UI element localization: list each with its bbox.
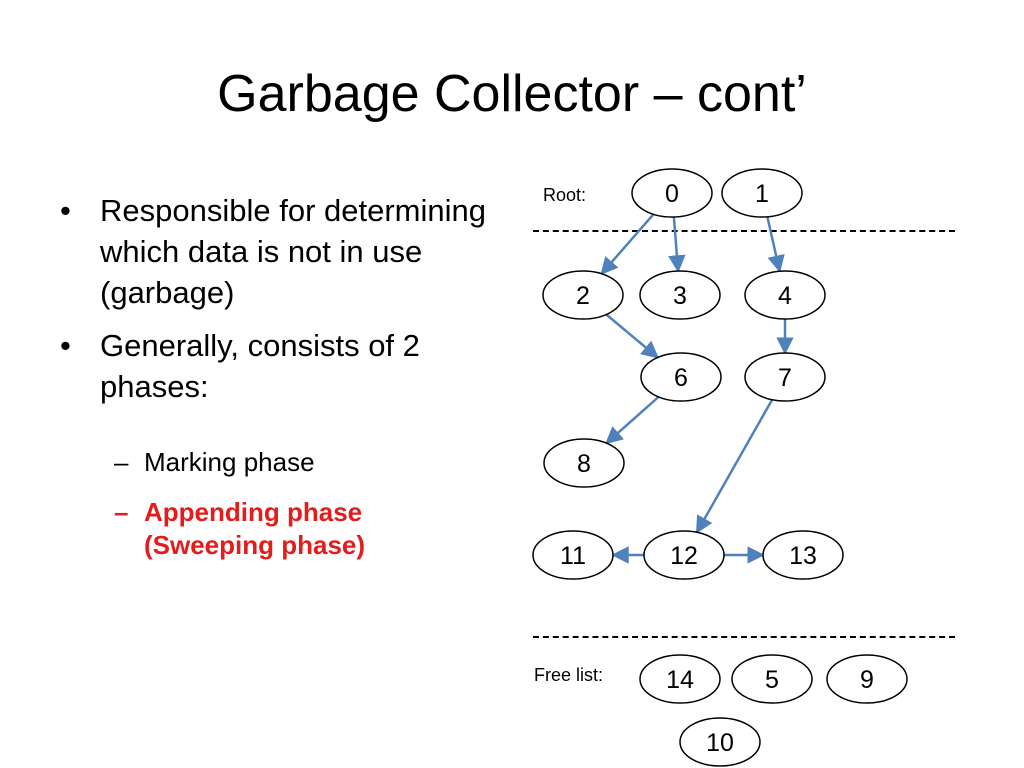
bullet-text: Responsible for determining which data i… bbox=[100, 193, 486, 310]
node-ellipse bbox=[826, 654, 908, 704]
node-6: 6 bbox=[640, 352, 722, 402]
node-5: 5 bbox=[731, 654, 813, 704]
node-ellipse bbox=[679, 717, 761, 767]
free-list-separator bbox=[533, 636, 955, 638]
bullet-dot-icon: • bbox=[60, 193, 71, 228]
node-1: 1 bbox=[721, 168, 803, 218]
edge-0-3 bbox=[668, 216, 686, 273]
sub-bullet-item: – Marking phase bbox=[104, 446, 464, 479]
node-14: 14 bbox=[639, 654, 721, 704]
node-ellipse bbox=[639, 270, 721, 320]
node-label: 13 bbox=[789, 542, 817, 570]
node-ellipse bbox=[543, 438, 625, 488]
root-label: Root: bbox=[543, 185, 587, 205]
node-ellipse bbox=[643, 530, 725, 580]
node-ellipse bbox=[639, 654, 721, 704]
node-label: 7 bbox=[778, 364, 792, 392]
node-10: 10 bbox=[679, 717, 761, 767]
node-label: 3 bbox=[673, 282, 687, 310]
node-label: 14 bbox=[666, 666, 694, 694]
node-label: 6 bbox=[674, 364, 688, 392]
node-label: 1 bbox=[755, 180, 769, 208]
slide-title: Garbage Collector – cont’ bbox=[217, 65, 807, 123]
node-ellipse bbox=[744, 352, 826, 402]
bullet-item: • Generally, consists of 2 phases: bbox=[58, 325, 498, 407]
node-0: 0 bbox=[631, 168, 713, 218]
node-label: 11 bbox=[560, 542, 586, 570]
node-label: 8 bbox=[577, 450, 591, 478]
sub-bullet-item-highlighted: – Appending phase (Sweeping phase) bbox=[104, 496, 464, 562]
sub-bullet-text: Marking phase bbox=[144, 447, 315, 477]
node-ellipse bbox=[542, 270, 624, 320]
bullet-text: Generally, consists of 2 phases: bbox=[100, 328, 420, 404]
node-ellipse bbox=[721, 168, 803, 218]
dash-icon: – bbox=[114, 497, 129, 527]
root-separator bbox=[533, 230, 955, 232]
dash-icon: – bbox=[114, 447, 129, 477]
node-9: 9 bbox=[826, 654, 908, 704]
edge-1-4 bbox=[766, 216, 785, 273]
node-11: 11 bbox=[532, 530, 614, 580]
free-list-label: Free list: bbox=[534, 665, 604, 685]
node-label: 2 bbox=[576, 282, 590, 310]
edge-0-2 bbox=[600, 213, 655, 276]
node-label: 0 bbox=[665, 180, 679, 208]
node-3: 3 bbox=[639, 270, 721, 320]
node-7: 7 bbox=[744, 352, 826, 402]
node-13: 13 bbox=[762, 530, 844, 580]
edge-7-12 bbox=[695, 399, 774, 534]
node-ellipse bbox=[744, 270, 826, 320]
node-ellipse bbox=[631, 168, 713, 218]
node-label: 5 bbox=[765, 666, 779, 694]
node-label: 10 bbox=[706, 729, 734, 757]
bullet-dot-icon: • bbox=[60, 328, 71, 363]
edge-2-6 bbox=[605, 313, 660, 359]
node-label: 4 bbox=[778, 282, 792, 310]
bullet-item: • Responsible for determining which data… bbox=[58, 190, 498, 313]
node-8: 8 bbox=[543, 438, 625, 488]
edge-6-8 bbox=[605, 395, 660, 445]
node-4: 4 bbox=[744, 270, 826, 320]
node-label: 12 bbox=[670, 542, 698, 570]
node-ellipse bbox=[532, 530, 614, 580]
node-12: 12 bbox=[643, 530, 725, 580]
node-ellipse bbox=[731, 654, 813, 704]
node-label: 9 bbox=[860, 666, 874, 694]
node-ellipse bbox=[762, 530, 844, 580]
sub-bullet-text: Appending phase (Sweeping phase) bbox=[144, 497, 366, 560]
node-2: 2 bbox=[542, 270, 624, 320]
node-ellipse bbox=[640, 352, 722, 402]
bullet-list: • Responsible for determining which data… bbox=[58, 190, 498, 419]
